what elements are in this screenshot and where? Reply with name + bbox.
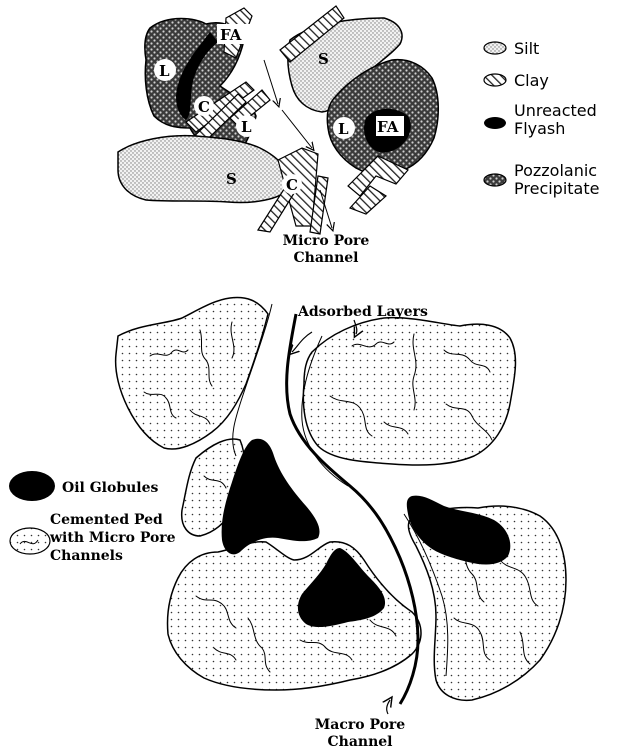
ped-top-right [303, 318, 515, 465]
ped-bottom-left [167, 542, 421, 690]
legend-pozzolanic-swatch [484, 174, 506, 186]
silt-lower [118, 136, 290, 203]
cemented-ped-label-line3: Channels [50, 548, 123, 564]
micro-pore-label-line2: Channel [294, 250, 359, 266]
macro-pore-label-line2: Channel [328, 734, 393, 750]
cemented-ped-label-line1: Cemented Ped [50, 512, 163, 528]
legend: Silt Clay Unreacted Flyash Pozzolanic Pr… [484, 39, 599, 198]
legend-flyash-label-line2: Flyash [514, 119, 565, 138]
macro-arrow [387, 700, 390, 714]
legend-flyash-label-line1: Unreacted [514, 101, 597, 120]
cemented-ped-label-line2: with Micro Pore [49, 530, 176, 546]
legend-flyash-swatch [484, 117, 506, 129]
legend-silt-label: Silt [514, 39, 539, 58]
label-s-2: S [318, 50, 329, 68]
label-fa-right: FA [377, 118, 399, 136]
adsorbed-layers-label: Adsorbed Layers [297, 304, 428, 320]
legend-clay-swatch [484, 74, 506, 86]
label-l-2: L [241, 118, 252, 136]
ped-legend-swatch [10, 528, 50, 554]
label-c-1: C [198, 98, 210, 116]
ped-top-left [116, 298, 268, 450]
label-l-1: L [159, 62, 170, 80]
micro-pore-label-line1: Micro Pore [283, 233, 370, 249]
label-c-2: C [286, 176, 298, 194]
oil-legend-swatch [9, 471, 55, 501]
legend-pozzolanic-label-line1: Pozzolanic [514, 161, 597, 180]
label-s-1: S [226, 170, 237, 188]
oil-globules-label: Oil Globules [62, 480, 159, 496]
top-diagram: FA FA L L L C C S S Micro Pore Channel [118, 6, 438, 266]
arrow-2 [282, 110, 312, 148]
legend-pozzolanic-label-line2: Precipitate [514, 179, 599, 198]
bottom-diagram: Adsorbed Layers Oil Globules Cemented Pe… [9, 298, 566, 750]
label-l-3: L [338, 120, 349, 138]
macro-pore-label-line1: Macro Pore [315, 717, 406, 733]
adsorbed-arrow-1 [292, 332, 312, 352]
label-fa-left: FA [220, 26, 242, 44]
legend-clay-label: Clay [514, 71, 549, 90]
legend-silt-swatch [484, 42, 506, 54]
